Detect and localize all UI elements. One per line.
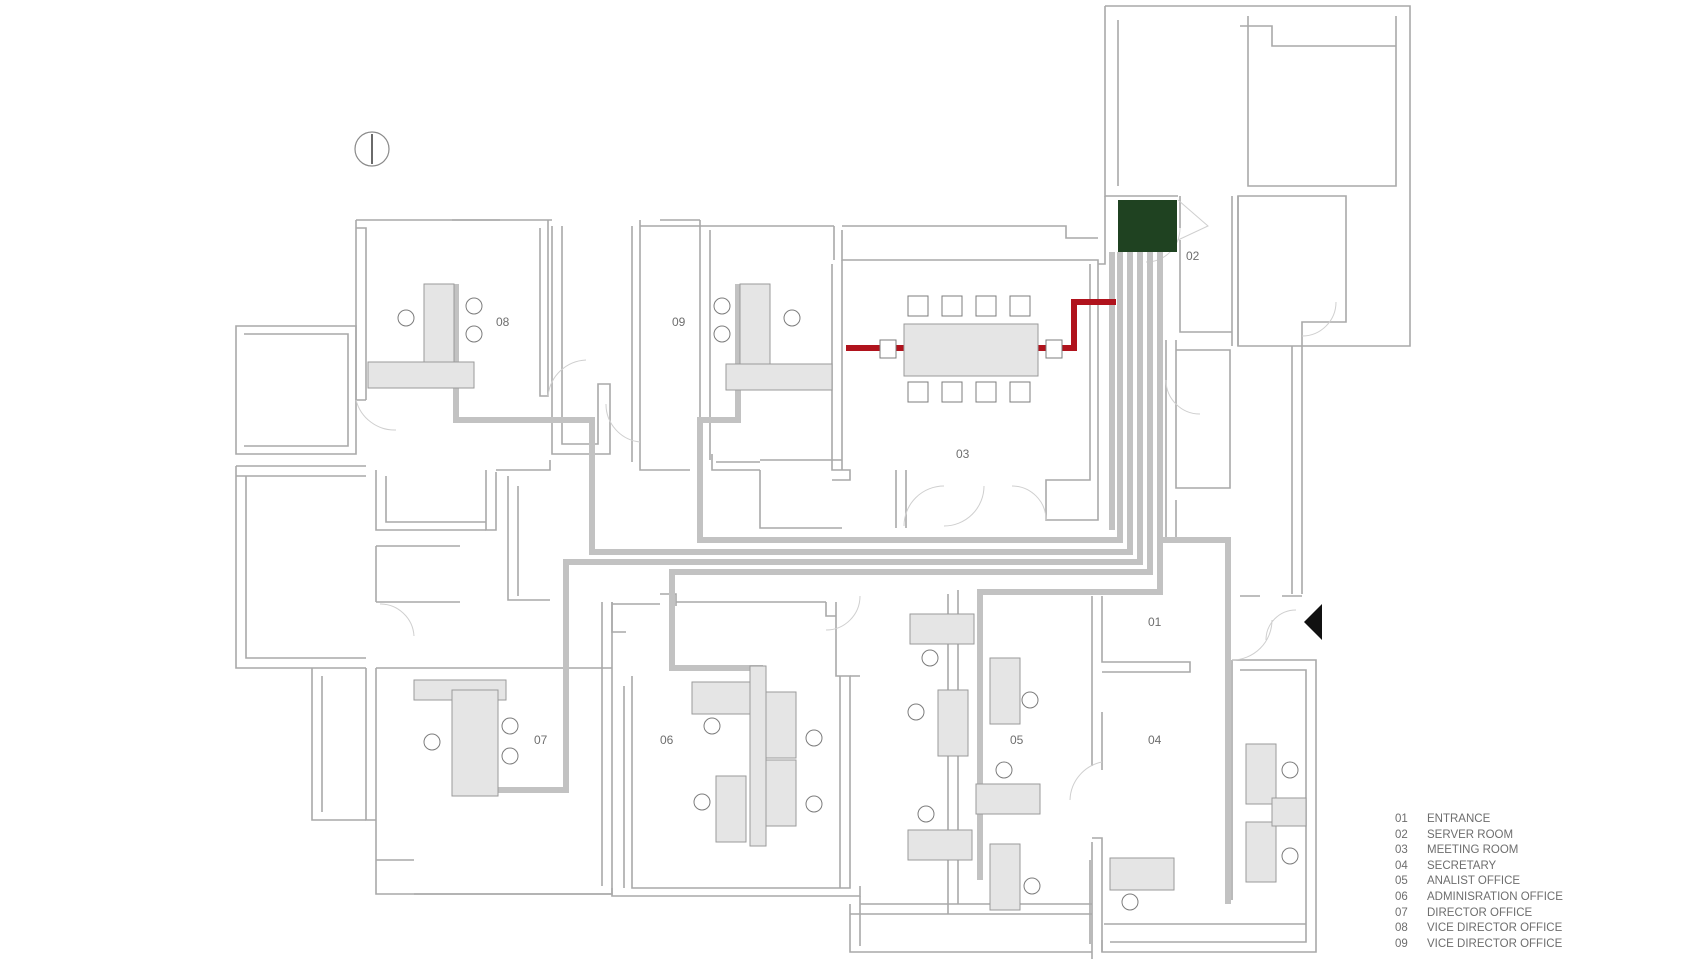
legend-row: 08 VICE DIRECTOR OFFICE [1395,921,1563,937]
entrance-arrow-icon [1304,604,1322,640]
room-label-08: 08 [496,315,510,329]
legend-number: 01 [1395,813,1408,825]
legend-name: ANALIST OFFICE [1427,875,1521,888]
legend-name: ADMINISRATION OFFICE [1427,890,1563,903]
room-label-06: 06 [660,733,674,747]
legend-name: ENTRANCE [1427,813,1491,825]
room-label-01: 01 [1148,615,1162,629]
room-label-03: 03 [956,447,970,461]
legend-row: 05 ANALIST OFFICE [1395,874,1563,890]
legend-name: SECRETARY [1427,859,1497,872]
server-door [1177,199,1209,241]
legend-row: 07 DIRECTOR OFFICE [1395,906,1563,922]
room-label-09: 09 [672,315,686,329]
room-label-05: 05 [1010,733,1024,747]
legend-name: VICE DIRECTOR OFFICE [1427,922,1563,935]
legend-number: 04 [1395,859,1408,872]
room-label-02: 02 [1186,249,1200,263]
legend-number: 08 [1395,922,1408,935]
cable-runs [453,252,1231,904]
room-label-07: 07 [534,733,548,747]
legend-number: 05 [1395,875,1408,888]
legend-number: 06 [1395,890,1408,903]
legend-row: 09 VICE DIRECTOR OFFICE [1395,937,1563,953]
legend-row: 06 ADMINISRATION OFFICE [1395,890,1563,906]
legend-row: 02 SERVER ROOM [1395,828,1563,844]
furniture [367,283,1307,911]
server-rack [1118,200,1177,252]
legend-number: 03 [1395,844,1408,857]
legend-name: MEETING ROOM [1427,844,1519,857]
legend-number: 09 [1395,937,1408,950]
legend-row: 04 SECRETARY [1395,859,1563,875]
legend-row: 01 ENTRANCE [1395,812,1563,828]
compass-icon [354,131,390,167]
doors [355,227,1337,801]
legend-number: 07 [1395,906,1408,919]
walls [235,5,1411,959]
legend-name: VICE DIRECTOR OFFICE [1427,937,1563,950]
legend-row: 03 MEETING ROOM [1395,843,1563,859]
legend-name: SERVER ROOM [1427,828,1514,841]
room-labels: 01 02 03 04 05 06 07 08 09 [496,249,1200,747]
legend-number: 02 [1395,828,1408,841]
legend-name: DIRECTOR OFFICE [1427,906,1533,919]
room-label-04: 04 [1148,733,1162,747]
